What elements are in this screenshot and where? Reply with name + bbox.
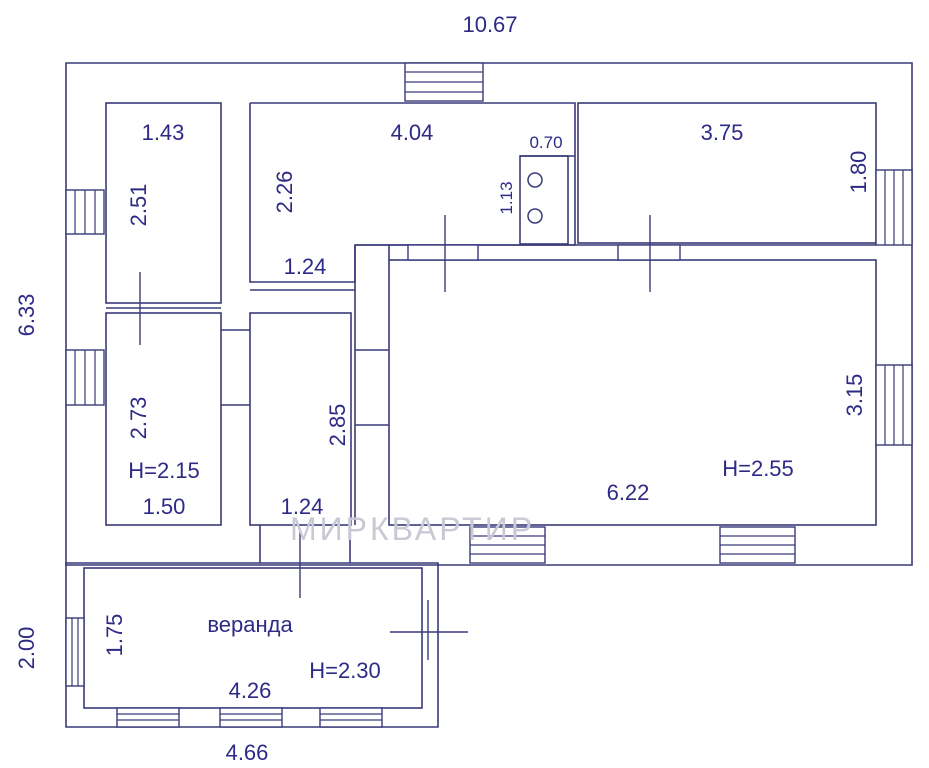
outer-walls (65, 62, 913, 728)
watermark: МИРКВАРТИР (290, 511, 535, 547)
bedroom-top-right-length: 1.80 (846, 151, 871, 194)
kitchen-width: 4.04 (391, 120, 434, 145)
guide-marks (139, 215, 651, 660)
left-room-height: H=2.15 (128, 458, 200, 483)
stove-width: 0.70 (529, 133, 562, 152)
living-room-width: 6.22 (607, 480, 650, 505)
living-room-height: H=2.55 (722, 456, 794, 481)
veranda-height-label: 2.00 (14, 627, 39, 670)
inner-walls (83, 102, 877, 709)
windows (65, 62, 913, 728)
bedroom-top-right-width: 3.75 (701, 120, 744, 145)
veranda-ceiling-height: H=2.30 (309, 658, 381, 683)
stove-icon (527, 172, 543, 224)
middle-room-width: 1.24 (281, 494, 324, 519)
veranda-inner-width: 4.26 (229, 678, 272, 703)
stove-length: 1.13 (497, 181, 516, 214)
pantry-top-width: 1.43 (142, 120, 185, 145)
veranda-name: веранда (207, 612, 293, 637)
kitchen-length: 2.26 (272, 171, 297, 214)
total-width-label: 10.67 (462, 12, 517, 37)
pantry-top-length: 2.51 (126, 184, 151, 227)
total-height-label: 6.33 (14, 294, 39, 337)
middle-room-length: 2.85 (325, 404, 350, 447)
left-room-width: 1.50 (143, 494, 186, 519)
kitchen-bottom-width: 1.24 (284, 254, 327, 279)
veranda-inner-length: 1.75 (102, 614, 127, 657)
left-room-length: 2.73 (126, 397, 151, 440)
veranda-width-label: 4.66 (226, 740, 269, 765)
living-room-length: 3.15 (842, 374, 867, 417)
